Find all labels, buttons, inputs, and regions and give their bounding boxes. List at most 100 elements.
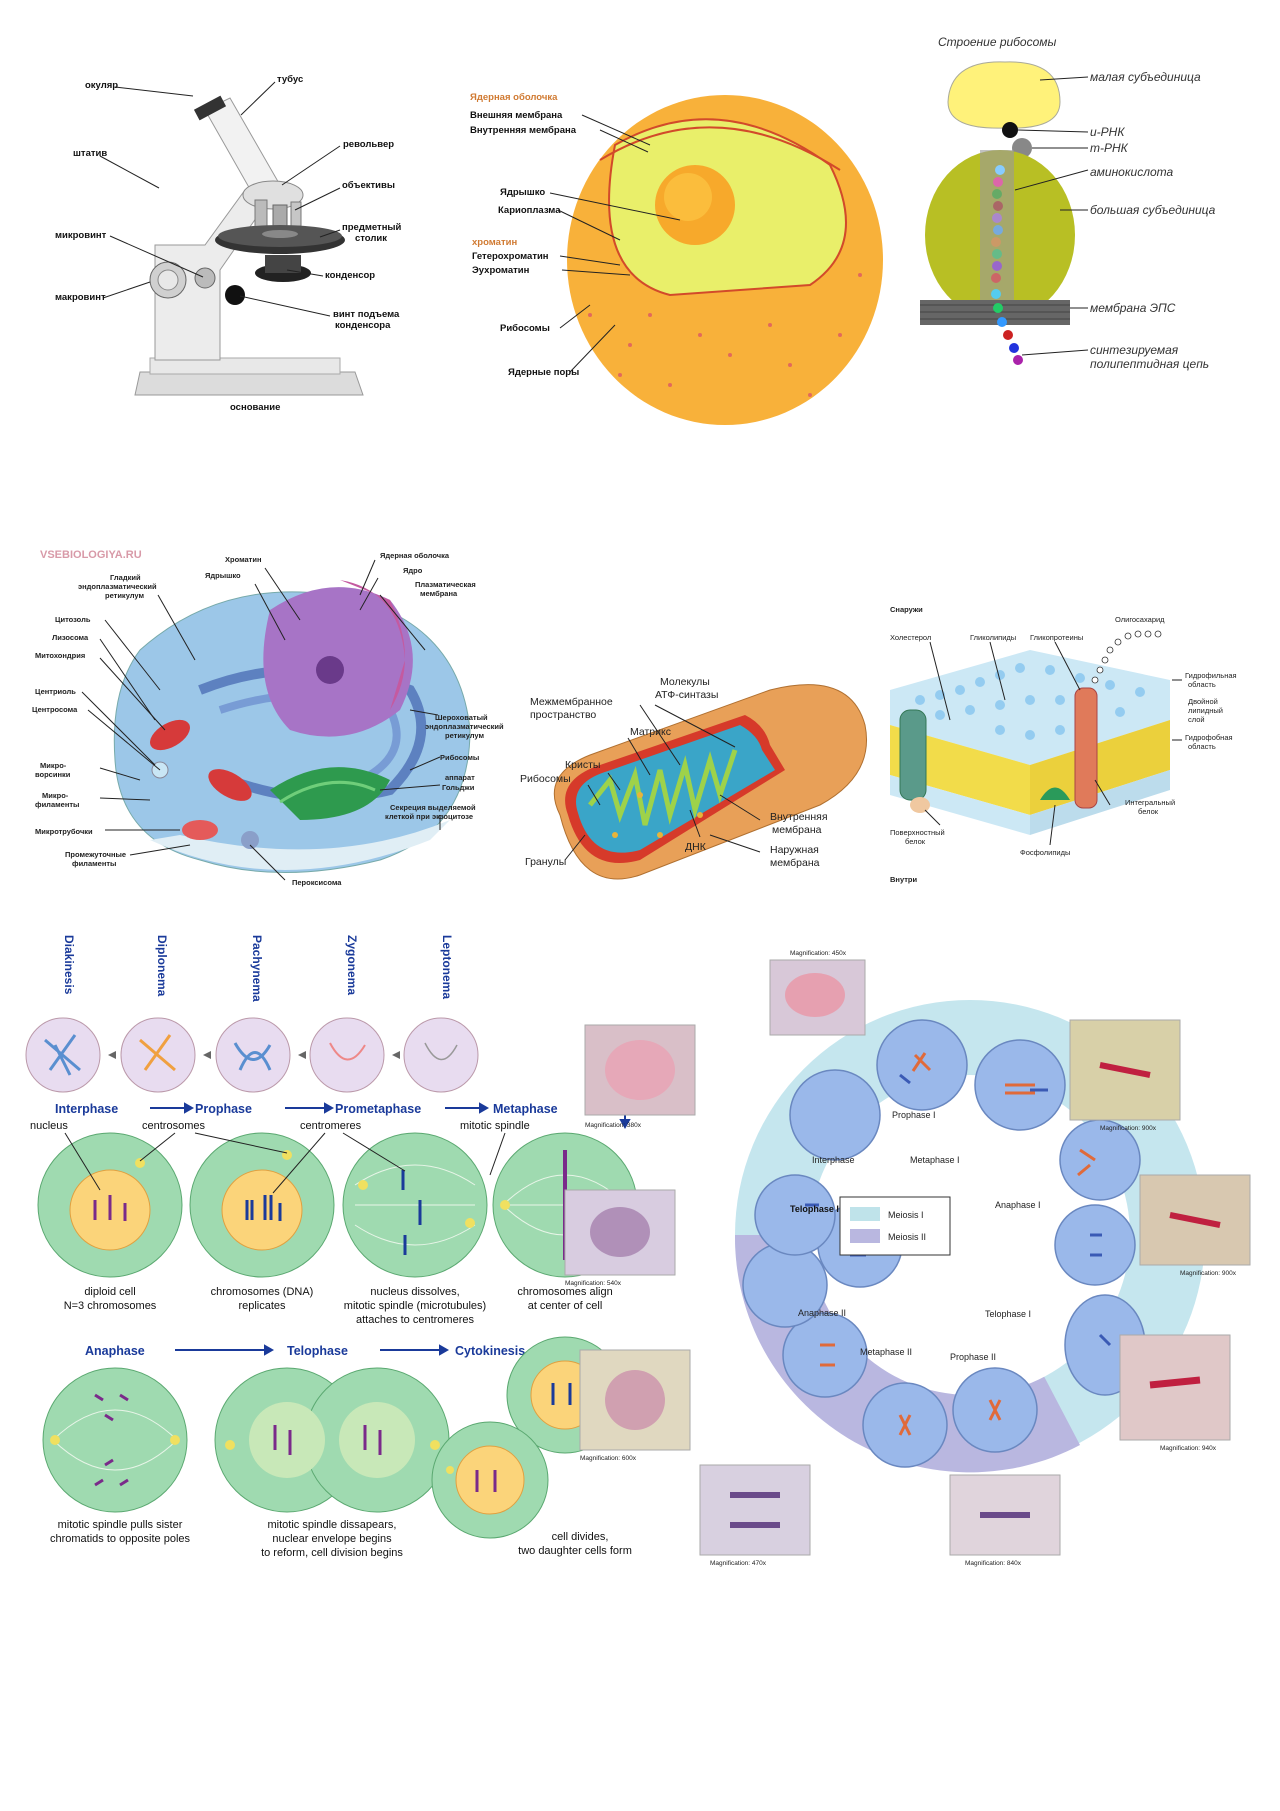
label-ribosomes: Рибосомы [520,773,571,785]
label-karyoplasm: Кариоплазма [498,205,561,216]
stage-anaphase-1: Anaphase I [995,1200,1041,1210]
mag-left-mid: Magnification: 540x [565,1280,622,1287]
label-rough-2: эндоплазматический [425,722,504,731]
label-intermembrane-2: пространство [530,709,596,721]
label-centromeres: centromeres [300,1120,362,1132]
label-centrosome: Центросома [32,705,78,714]
phase-prophase: Prophase [195,1102,252,1116]
caption-3a: nucleus dissolves, [370,1286,459,1298]
label-hydrophobic-1: Гидрофобная [1185,733,1233,742]
mag-left-top: Magnification: 380x [585,1122,642,1129]
label-hydrophobic-2: область [1188,742,1216,751]
label-revolver: револьвер [343,139,394,150]
label-inner-1: Внутренняя [770,811,828,823]
label-peroxisome: Пероксисома [292,878,342,887]
label-intermediate-2: филаменты [72,859,116,868]
label-integral-1: Интегральный [1125,798,1175,807]
label-microvilli-1: Микро- [40,761,67,770]
label-microvilli-2: ворсинки [35,770,71,779]
label-heterochromatin: Гетерохроматин [472,251,549,262]
label-inner-2: мембрана [772,824,822,836]
nucleus-diagram: Ядерная оболочка Внешняя мембрана Внутре… [470,85,883,425]
phase-metaphase: Metaphase [493,1102,558,1116]
label-tube: тубус [277,74,303,85]
mag-right-mid: Magnification: 900x [1180,1270,1237,1277]
watermark: VSEBIOLOGIYA.RU [40,549,142,561]
mag-right-top: Magnification: 900x [1100,1125,1157,1132]
stage-prophase-2: Prophase II [950,1352,996,1362]
label-golgi-1: аппарат [445,773,475,782]
label-surface-2: белок [905,837,926,846]
label-base: основание [230,402,280,413]
label-ocular: окуляр [85,80,118,91]
label-stage-1: предметный [342,222,402,233]
label-inside: Внутри [890,875,917,884]
mag-top: Magnification: 450x [790,950,847,957]
phase-telophase: Telophase [287,1344,348,1358]
label-intermembrane-1: Межмембранное [530,696,613,708]
caption-1b: N=3 chromosomes [64,1300,157,1312]
label-outer-membrane: Внешняя мембрана [470,110,563,121]
stage-telophase-2: Telophase II [790,1204,841,1214]
label-smooth-1: Гладкий [110,573,141,582]
stage-metaphase-1: Metaphase I [910,1155,960,1165]
label-envelope: Ядерная оболочка [470,92,558,103]
label-macro: макровинт [55,292,106,303]
label-pores: Ядерные поры [508,367,579,378]
legend-meiosis-2: Meiosis II [888,1232,926,1242]
phase-cytokinesis: Cytokinesis [455,1344,525,1358]
membrane-diagram: Снаружи Олигосахарид Холестерол Гликолип… [880,600,1260,900]
phase-interphase: Interphase [55,1102,118,1116]
label-phospholipids: Фосфолипиды [1020,848,1070,857]
label-spindle: mitotic spindle [460,1120,530,1132]
label-matrix: Матрикс [630,726,671,738]
label-atp-2: АТФ-синтазы [655,689,718,701]
phase-anaphase: Anaphase [85,1344,145,1358]
caption-7b: two daughter cells form [518,1545,632,1557]
label-eps-membrane: мембрана ЭПС [1090,301,1176,315]
label-hydrophilic-2: область [1188,680,1216,689]
label-surface-1: Поверхностный [890,828,945,837]
label-objectives: объективы [342,180,395,191]
caption-3c: attaches to centromeres [356,1314,475,1326]
label-euchromatin: Эухроматин [472,265,530,276]
mag-right-bot: Magnification: 940x [1160,1445,1217,1452]
label-chain-1: синтезируемая [1090,343,1179,357]
label-trna: т-РНК [1090,141,1129,155]
label-atp-1: Молекулы [660,676,710,688]
label-stand: штатив [73,148,107,159]
ribosome-title: Строение рибосомы [938,35,1057,49]
label-dna: ДНК [685,841,707,853]
meiosis-diagram: Magnification: 450x Magnification: 380x … [564,935,1251,1567]
label-oligosaccharide: Олигосахарид [1115,615,1165,624]
caption-6b: nuclear envelope begins [272,1533,392,1545]
label-lysosome: Лизосома [52,633,89,642]
label-irna: и-РНК [1090,125,1125,139]
label-centriole: Центриоль [35,687,76,696]
label-cytosol: Цитозоль [55,615,91,624]
ribosome-diagram: Строение рибосомы малая субъединица и-РН… [910,30,1240,390]
stage-diplonema: Diplonema [155,935,169,997]
label-envelope: Ядерная оболочка [380,551,450,560]
caption-3b: mitotic spindle (microtubules) [344,1300,486,1312]
caption-5a: mitotic spindle pulls sister [58,1519,183,1531]
legend-swatch-m2 [850,1229,880,1243]
label-secretion-2: клеткой при экзоцитозе [385,812,473,821]
label-microfil-1: Микро- [42,791,69,800]
stage-zygonema: Zygonema [345,935,359,995]
mag-bot-left: Magnification: 470x [710,1560,767,1567]
label-smooth-2: эндоплазматический [78,582,157,591]
label-cholesterol: Холестерол [890,633,931,642]
label-chain-2: полипептидная цепь [1090,357,1209,371]
label-nucleolus: Ядрышко [500,187,545,198]
stage-interphase: Interphase [812,1155,855,1165]
label-golgi-2: Гольджи [442,783,475,792]
meiosis-legend: Meiosis I Meiosis II [839,1196,951,1256]
label-secretion-1: Секреция выделяемой [390,803,476,812]
mag-left-bot: Magnification: 600x [580,1455,637,1462]
caption-6c: to reform, cell division begins [261,1547,403,1559]
caption-2b: replicates [238,1300,286,1312]
label-glycolipids: Гликолипиды [970,633,1016,642]
label-cristae: Кристы [565,759,600,771]
label-plasma-1: Плазматическая [415,580,476,589]
